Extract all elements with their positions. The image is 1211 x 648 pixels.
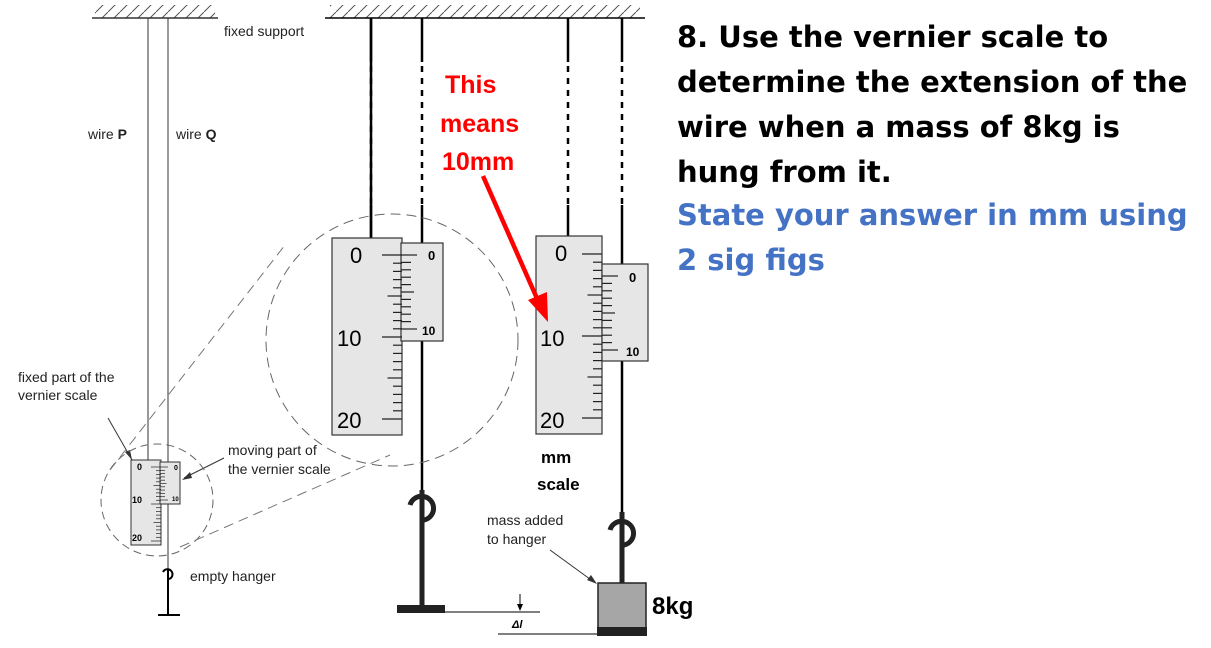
label-empty-hanger: empty hanger xyxy=(190,568,276,584)
label-wire-p: wire P xyxy=(87,126,127,142)
right-vernier-tick-10: 10 xyxy=(626,345,640,359)
label-moving-part-2: the vernier scale xyxy=(228,461,331,477)
small-main-tick-20: 20 xyxy=(132,533,142,543)
middle-hanger-hook xyxy=(407,490,437,523)
right-hanger-base xyxy=(597,627,647,636)
label-fixed-support: fixed support xyxy=(224,23,304,39)
middle-apparatus: 0 10 20 0 10 Δl xyxy=(265,18,600,635)
small-hanger-hook xyxy=(162,568,174,580)
label-mass-added: mass added xyxy=(487,512,563,528)
right-scale-ticks xyxy=(582,253,618,419)
label-moving-part: moving part of xyxy=(228,442,317,458)
mass-block xyxy=(597,582,647,629)
right-main-tick-10: 10 xyxy=(540,326,564,351)
annotation-line-1: This xyxy=(445,71,496,99)
annotation-this-means: This means 10mm xyxy=(440,71,548,322)
small-main-tick-10: 10 xyxy=(132,495,142,505)
right-main-tick-20: 20 xyxy=(540,408,564,433)
middle-scale-ticks xyxy=(382,254,417,420)
middle-main-tick-10: 10 xyxy=(337,326,361,351)
question-title: 8. Use the vernier scale to determine th… xyxy=(677,20,1188,189)
zoom-circle-large xyxy=(265,213,519,467)
annotation-line-2: means xyxy=(440,110,519,138)
middle-main-tick-20: 20 xyxy=(337,408,361,433)
middle-main-tick-0: 0 xyxy=(350,243,362,268)
right-hanger-hook xyxy=(607,512,637,548)
label-mm: mm xyxy=(541,448,571,467)
zoom-circle-small xyxy=(100,443,214,557)
middle-vernier-tick-0: 0 xyxy=(428,248,435,263)
right-apparatus: 0 10 20 0 10 mm scale mass added to hang… xyxy=(487,18,693,636)
label-fixed-part: fixed part of the xyxy=(18,369,115,385)
small-main-tick-0: 0 xyxy=(137,462,142,472)
left-apparatus: fixed support wire P wire Q fixed part o… xyxy=(18,18,391,616)
main-scale-right xyxy=(535,235,603,435)
small-vernier-tick-10: 10 xyxy=(172,497,179,503)
right-main-tick-0: 0 xyxy=(555,241,567,266)
label-fixed-part-2: vernier scale xyxy=(18,387,98,403)
small-scale-ticks xyxy=(151,466,168,542)
annotation-line-3: 10mm xyxy=(442,148,514,176)
right-vernier-tick-0: 0 xyxy=(629,270,636,285)
label-scale: scale xyxy=(537,475,580,494)
label-mass-added-2: to hanger xyxy=(487,531,546,547)
small-vernier-tick-0: 0 xyxy=(174,465,178,472)
middle-vernier-tick-10: 10 xyxy=(422,324,436,338)
ceiling-left xyxy=(92,5,218,19)
label-wire-q: wire Q xyxy=(175,126,217,142)
label-mass: 8kg xyxy=(652,593,693,620)
label-delta-l: Δl xyxy=(511,619,523,631)
middle-hanger-base xyxy=(397,605,445,613)
annotation-arrow xyxy=(480,175,542,304)
question-instruction: State your answer in mm using 2 sig figs xyxy=(677,198,1188,277)
annotation-arrowhead xyxy=(528,292,548,322)
ceiling-right xyxy=(325,5,645,19)
